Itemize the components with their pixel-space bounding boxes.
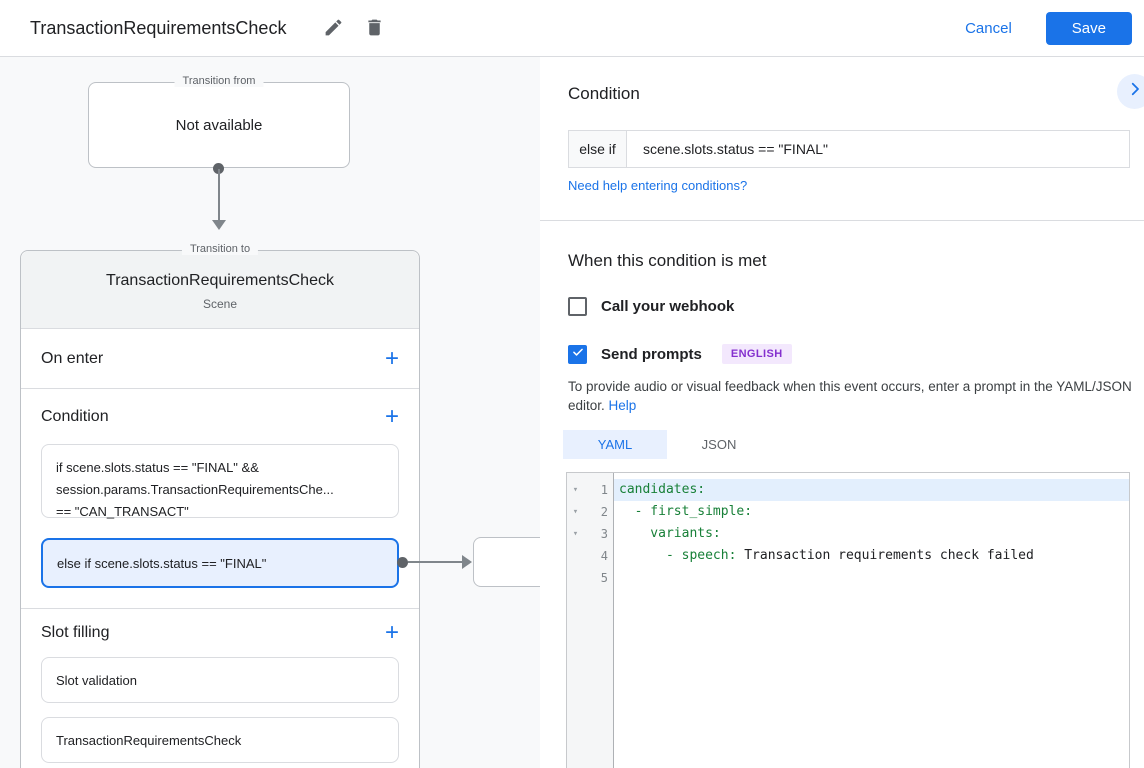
- yaml-key-text: variants:: [619, 526, 721, 541]
- condition-input-group: else if: [568, 130, 1130, 168]
- slot-validation-item[interactable]: Slot validation: [41, 657, 399, 703]
- on-enter-row: On enter +: [21, 329, 419, 389]
- fold-arrow-icon[interactable]: ▾: [572, 529, 579, 539]
- condition-section-label: Condition: [41, 407, 109, 425]
- condition-expression-input[interactable]: [627, 131, 1129, 167]
- yaml-key-text: - first_simple:: [619, 504, 753, 519]
- code-line[interactable]: variants:: [614, 523, 1129, 545]
- condition-editor-panel: Condition else if Need help entering con…: [540, 57, 1144, 768]
- gutter-row: 5: [567, 567, 613, 589]
- on-enter-label: On enter: [41, 349, 104, 367]
- line-number: 1: [600, 483, 608, 497]
- tab-yaml[interactable]: YAML: [563, 430, 667, 459]
- code-line[interactable]: candidates:: [614, 479, 1129, 501]
- gutter-row: ▾2: [567, 501, 613, 523]
- help-link[interactable]: Help: [608, 398, 637, 413]
- scene-node-header[interactable]: TransactionRequirementsCheck Scene: [21, 251, 419, 329]
- condition-prefix-label: else if: [569, 131, 627, 167]
- edit-title-button[interactable]: [323, 17, 347, 41]
- webhook-checkbox[interactable]: [568, 297, 587, 316]
- line-number: 2: [600, 505, 608, 519]
- add-slot-button plus-icon[interactable]: +: [384, 619, 399, 646]
- line-number: 4: [600, 549, 608, 563]
- editor-code[interactable]: candidates: - first_simple: variants: - …: [614, 473, 1129, 768]
- panel-divider: [540, 220, 1144, 221]
- code-line[interactable]: - first_simple:: [614, 501, 1129, 523]
- scene-node-card: Transition to TransactionRequirementsChe…: [20, 243, 420, 768]
- send-prompts-checkbox[interactable]: [568, 344, 587, 364]
- pencil-icon: [323, 19, 344, 42]
- feedback-hint-text: To provide audio or visual feedback when…: [568, 377, 1140, 415]
- code-line[interactable]: - speech: Transaction requirements check…: [614, 545, 1129, 567]
- panel-heading: Condition: [568, 84, 640, 103]
- yaml-value-text: Transaction requirements check failed: [736, 548, 1034, 563]
- code-line[interactable]: [614, 567, 1129, 589]
- scene-node-title: TransactionRequirementsCheck: [106, 272, 334, 289]
- condition-item-2-selected[interactable]: else if scene.slots.status == "FINAL": [41, 538, 399, 588]
- arrowhead-right-icon: [462, 555, 472, 569]
- send-prompts-label: Send prompts: [601, 345, 702, 363]
- gutter-row: ▾1: [567, 479, 613, 501]
- checkmark-icon: [571, 345, 585, 364]
- yaml-key-text: - speech:: [619, 548, 737, 563]
- line-number: 5: [600, 571, 608, 585]
- condition-help-link[interactable]: Need help entering conditions?: [568, 178, 748, 193]
- send-prompts-checkbox-row: Send prompts ENGLISH: [568, 344, 792, 364]
- trash-icon: [364, 19, 385, 42]
- scene-diagram-canvas[interactable]: Transition from Not available Transition…: [0, 57, 540, 768]
- slot-filling-section-header: Slot filling +: [21, 609, 419, 657]
- section-divider: [21, 608, 419, 609]
- delete-scene-button[interactable]: [364, 17, 388, 41]
- connector-line-horizontal: [408, 561, 464, 563]
- transition-from-value: Not available: [175, 117, 263, 134]
- transition-from-box: Transition from Not available: [88, 75, 350, 168]
- page-title: TransactionRequirementsCheck: [30, 17, 287, 38]
- fold-arrow-icon[interactable]: ▾: [572, 507, 579, 517]
- scene-node-subtitle: Scene: [202, 297, 238, 311]
- webhook-label: Call your webhook: [601, 298, 735, 315]
- transition-target-box[interactable]: [473, 537, 540, 587]
- slot-scene-item[interactable]: TransactionRequirementsCheck: [41, 717, 399, 763]
- cancel-button[interactable]: Cancel: [965, 20, 1012, 37]
- header-actions: Cancel Save: [965, 0, 1132, 57]
- gutter-row: ▾3: [567, 523, 613, 545]
- gutter-row: 4: [567, 545, 613, 567]
- connector-line-vertical: [218, 169, 220, 221]
- editor-format-tabs: YAML JSON: [563, 430, 771, 459]
- connector-dot: [213, 163, 224, 174]
- save-button[interactable]: Save: [1045, 12, 1132, 45]
- when-condition-heading: When this condition is met: [568, 251, 767, 270]
- add-on-enter-button plus-icon[interactable]: +: [384, 344, 399, 372]
- arrowhead-down-icon: [212, 220, 226, 230]
- line-number: 3: [600, 527, 608, 541]
- fold-arrow-icon[interactable]: ▾: [572, 485, 579, 495]
- transition-to-label: Transition to: [181, 243, 259, 255]
- condition-section-header: Condition +: [21, 389, 419, 444]
- connector-dot: [397, 557, 408, 568]
- collapse-panel-button[interactable]: [1117, 74, 1144, 109]
- tab-json[interactable]: JSON: [701, 437, 737, 452]
- chevron-right-icon: [1126, 80, 1144, 103]
- slot-filling-label: Slot filling: [41, 624, 110, 641]
- app-header: TransactionRequirementsCheck Cancel Save: [0, 0, 1144, 57]
- webhook-checkbox-row: Call your webhook: [568, 297, 734, 316]
- transition-from-label: Transition from: [174, 75, 264, 87]
- yaml-key-text: candidates:: [619, 482, 706, 497]
- add-condition-button plus-icon[interactable]: +: [384, 402, 399, 430]
- feedback-text: To provide audio or visual feedback when…: [568, 379, 1132, 413]
- condition-item-1[interactable]: if scene.slots.status == "FINAL" && sess…: [41, 444, 399, 519]
- language-badge: ENGLISH: [721, 344, 792, 364]
